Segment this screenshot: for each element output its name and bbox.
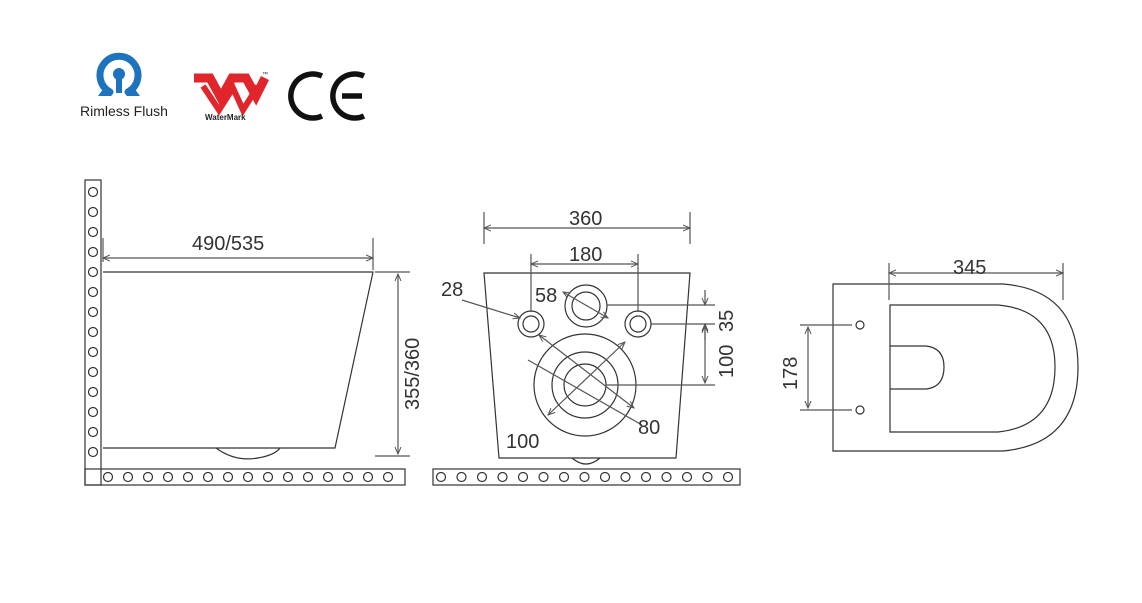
inlet-hole-58-outer bbox=[564, 284, 608, 328]
wall-circle bbox=[87, 366, 99, 378]
wall-circle bbox=[87, 426, 99, 438]
floor-section-center bbox=[432, 468, 741, 486]
rear-width-label: 360 bbox=[569, 208, 603, 230]
rear-outlet-100-label: 100 bbox=[506, 431, 540, 453]
floor-center-circle bbox=[661, 471, 672, 483]
floor-left-circle bbox=[262, 471, 274, 483]
floor-center-circle bbox=[722, 471, 734, 483]
floor-left-circle bbox=[362, 471, 374, 483]
top-depth-label: 345 bbox=[953, 257, 987, 279]
rear-hole-spacing-label: 180 bbox=[569, 244, 603, 266]
floor-center-circle bbox=[517, 471, 529, 483]
wall-circle bbox=[87, 206, 99, 218]
seat-hole-lower bbox=[855, 405, 865, 415]
floor-left-circle bbox=[122, 471, 134, 483]
wall-circle bbox=[87, 246, 99, 258]
wall-circle bbox=[87, 266, 99, 278]
side-bowl-outline bbox=[103, 271, 374, 449]
top-flush-opening bbox=[890, 345, 945, 390]
floor-center-circle bbox=[702, 471, 713, 483]
floor-center-circle bbox=[497, 471, 508, 483]
floor-center-circle bbox=[538, 471, 549, 483]
floor-left-circle bbox=[162, 471, 174, 483]
side-outlet bbox=[215, 447, 281, 460]
floor-center-circle bbox=[640, 471, 652, 483]
floor-left-circle bbox=[342, 471, 354, 483]
wall-circle bbox=[87, 306, 99, 318]
inlet-hole-58-inner bbox=[571, 291, 601, 321]
rear-dia-28-label: 28 bbox=[441, 279, 464, 301]
bolt-hole-left-outer bbox=[517, 310, 545, 338]
floor-center-circle bbox=[476, 471, 488, 483]
top-bowl-outline bbox=[889, 304, 1056, 433]
floor-center-circle bbox=[620, 471, 631, 483]
top-outer-outline bbox=[832, 283, 1079, 452]
floor-left-circle bbox=[242, 471, 254, 483]
floor-center-circle bbox=[456, 471, 467, 483]
side-view bbox=[84, 179, 410, 486]
rear-outlet-80-label: 80 bbox=[638, 417, 661, 439]
floor-left-circle bbox=[282, 471, 294, 483]
wall-circle bbox=[87, 346, 99, 358]
rimless-flush-caption: Rimless Flush bbox=[80, 103, 168, 119]
floor-left-circle bbox=[382, 471, 394, 483]
bolt-hole-right-outer bbox=[624, 310, 652, 338]
rear-view bbox=[432, 212, 741, 486]
floor-center-circle bbox=[435, 471, 447, 483]
floor-center-circle bbox=[599, 471, 611, 483]
wall-circle bbox=[87, 326, 99, 338]
floor-left-circle bbox=[302, 471, 314, 483]
floor-left-circle bbox=[222, 471, 234, 483]
side-length-label: 490/535 bbox=[192, 233, 265, 255]
wall-section bbox=[84, 179, 102, 486]
rear-offset-100-label: 100 bbox=[716, 344, 738, 378]
floor-left-circle bbox=[102, 471, 114, 483]
rear-bowl-outline bbox=[483, 272, 691, 459]
floor-left-circle bbox=[322, 471, 334, 483]
floor-left-circle bbox=[142, 471, 154, 483]
top-view bbox=[800, 263, 1079, 452]
floor-center-circle bbox=[681, 471, 693, 483]
seat-hole-upper bbox=[855, 320, 865, 330]
bolt-hole-left-inner bbox=[522, 315, 540, 333]
wall-circle bbox=[87, 186, 99, 198]
wall-circle bbox=[87, 446, 99, 458]
floor-left-circle bbox=[182, 471, 194, 483]
wall-circle bbox=[87, 386, 99, 398]
watermark-caption: WaterMark bbox=[205, 113, 246, 122]
floor-center-circle bbox=[558, 471, 570, 483]
top-seat-holes-label: 178 bbox=[780, 356, 802, 390]
rear-dia-58-label: 58 bbox=[535, 285, 558, 307]
rear-offset-35-label: 35 bbox=[716, 309, 738, 332]
floor-left-circle bbox=[202, 471, 214, 483]
watermark-trademark: ™ bbox=[262, 72, 268, 78]
rear-outlet bbox=[571, 457, 601, 465]
side-height-label: 355/360 bbox=[402, 337, 424, 410]
wall-circle bbox=[87, 406, 99, 418]
wall-circle bbox=[87, 286, 99, 298]
floor-section-left bbox=[84, 468, 406, 486]
floor-center-circle bbox=[579, 471, 590, 483]
bolt-hole-right-inner bbox=[629, 315, 647, 333]
wall-circle bbox=[87, 226, 99, 238]
